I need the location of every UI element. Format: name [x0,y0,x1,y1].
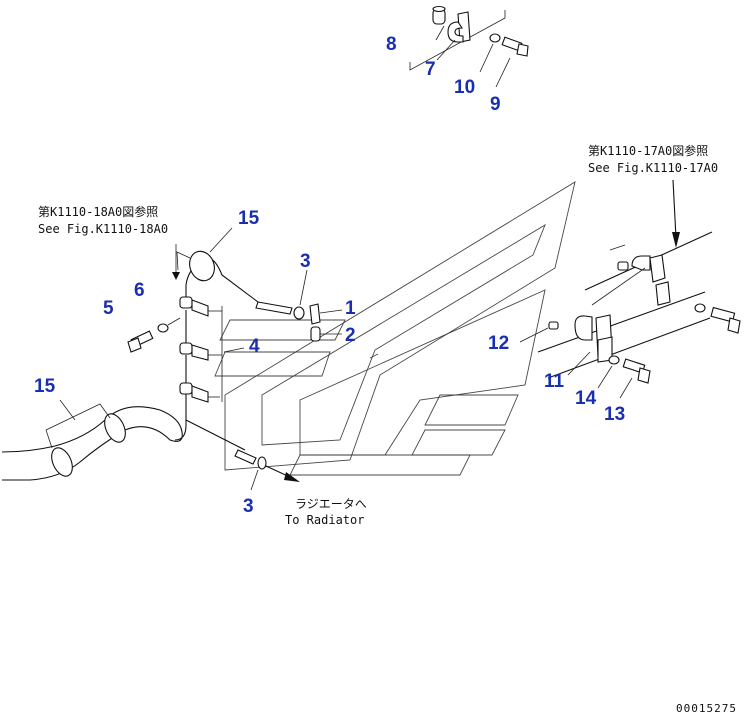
callout-15-lower: 15 [34,376,56,397]
clip-lower [179,382,220,403]
washer-part-6 [157,323,169,333]
sleeve-part-8 [432,5,446,25]
document-number: 00015275 [676,702,737,715]
pin-part-3-upper [255,301,305,320]
callout-13: 13 [604,404,625,425]
washer-part-14 [608,355,620,365]
callout-5: 5 [103,298,114,319]
clip-middle [179,342,222,361]
right-reference-note-jp: 第K1110-17A0図参照 [588,143,708,158]
pin-part-3-lower [234,449,267,470]
fitting-part-1 [309,303,343,325]
left-clamp-assembly [127,227,343,491]
sleeve-part-2 [310,326,342,342]
clamp-part-7 [447,11,471,43]
callout-15-upper: 15 [238,208,260,229]
hose-clamp-15-upper [176,250,215,282]
callout-2: 2 [345,325,356,346]
callout-14: 14 [575,388,597,409]
right-clamp-assembly [519,179,741,399]
washer-part-10 [489,33,501,43]
callout-12: 12 [488,333,509,354]
left-reference-note-en: See Fig.K1110-18A0 [38,222,168,236]
radiator-note-jp: ラジエータへ [295,497,367,511]
callout-9: 9 [490,94,501,115]
bolt-part-9 [501,36,529,57]
callout-4: 4 [249,336,260,357]
bolt-part-13 [622,358,651,384]
bolt-part-5 [127,330,154,353]
left-reference-note-jp: 第K1110-18A0図参照 [38,204,158,219]
nut-part-12 [548,321,559,330]
top-clamp-assembly [409,5,529,88]
callout-6: 6 [134,280,145,301]
clamp-part-11 [574,314,613,363]
radiator-note-en: To Radiator [285,513,364,527]
callout-11: 11 [544,371,565,392]
callout-7: 7 [425,59,436,80]
callout-10: 10 [454,77,475,98]
hose-lower-left [1,399,183,481]
callout-3-lower: 3 [243,496,254,517]
callout-1: 1 [345,298,356,319]
callout-8: 8 [386,34,397,55]
callout-3-upper: 3 [300,251,311,272]
right-reference-note-en: See Fig.K1110-17A0 [588,161,718,175]
clip-upper [179,296,222,317]
background-chevron-shape [214,181,576,476]
